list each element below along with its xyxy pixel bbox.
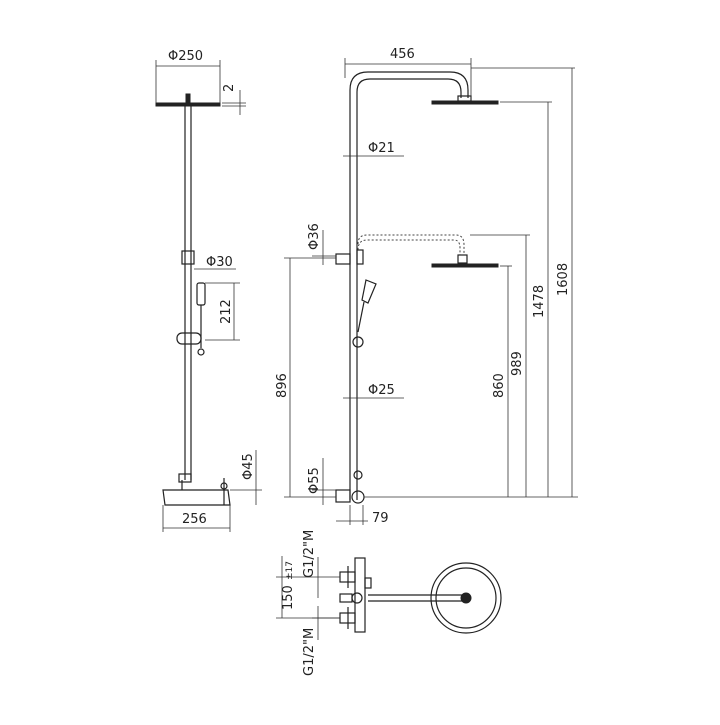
label-slider-diameter: Φ30 (206, 255, 233, 270)
side-riser-arm-outer (349, 71, 469, 500)
label-arm-reach: 456 (390, 47, 415, 62)
side-view: 456 Φ21 Φ36 896 Φ25 Φ55 79 1608 14 (275, 47, 578, 526)
label-wall-offset: 79 (372, 511, 389, 526)
side-valve-collar (353, 470, 363, 480)
plan-shower-head-outer (430, 562, 502, 634)
side-valve-knob (351, 490, 365, 504)
side-hand-handle (357, 301, 365, 333)
front-slider-knob (197, 348, 205, 356)
side-lower-arm-inner (357, 239, 461, 255)
label-height-989: 989 (510, 351, 525, 376)
front-valve-collar (178, 473, 192, 483)
plan-valve-knob (351, 592, 363, 604)
front-hand-shower (196, 282, 206, 306)
side-lower-arm-outer (357, 234, 465, 255)
label-height-896: 896 (275, 373, 290, 398)
side-valve-bracket (335, 489, 351, 503)
label-bar-diameter: Φ25 (368, 383, 395, 398)
plan-bracket (339, 593, 353, 603)
label-inlet-tolerance: ±17 (285, 561, 295, 580)
label-height-1478: 1478 (532, 285, 547, 318)
label-wall-bracket: Φ45 (241, 453, 256, 480)
label-valve-width: 256 (182, 512, 207, 527)
side-riser-arm-inner (356, 78, 462, 500)
front-valve-knob (220, 482, 228, 490)
side-upper-bracket (335, 253, 351, 265)
label-hand-length: 212 (219, 299, 234, 324)
side-upper-clamp (356, 249, 364, 265)
side-head-connector (457, 95, 472, 102)
front-head-connector (185, 93, 191, 105)
side-shower-head (431, 100, 499, 105)
front-view: Φ250 2 Φ30 212 Φ45 256 (155, 49, 262, 532)
front-valve-body (162, 489, 231, 506)
label-head-diameter: Φ250 (168, 49, 203, 64)
side-lower-head-connector (457, 254, 468, 264)
label-inlet-top: G1/2"M (302, 530, 317, 578)
front-slider (176, 332, 202, 345)
label-pipe-diameter: Φ21 (368, 141, 395, 156)
side-lower-shower-head (431, 263, 499, 268)
side-slider (352, 336, 364, 348)
side-hand-shower (361, 279, 377, 304)
plan-valve-body (354, 557, 366, 633)
label-head-thickness: 2 (222, 84, 237, 92)
plan-shower-head-inner (435, 567, 497, 629)
front-upper-bracket (181, 250, 195, 265)
plan-view: G1/2"M 150 ±17 G1/2"M (276, 530, 502, 676)
plan-valve-outlet (364, 577, 372, 589)
label-bracket-diameter: Φ36 (307, 223, 322, 250)
label-inlet-spacing: 150 (281, 585, 296, 610)
label-inlet-bottom: G1/2"M (302, 628, 317, 676)
label-height-860: 860 (492, 373, 507, 398)
label-height-1608: 1608 (556, 263, 571, 296)
label-valve-diameter: Φ55 (307, 467, 322, 494)
